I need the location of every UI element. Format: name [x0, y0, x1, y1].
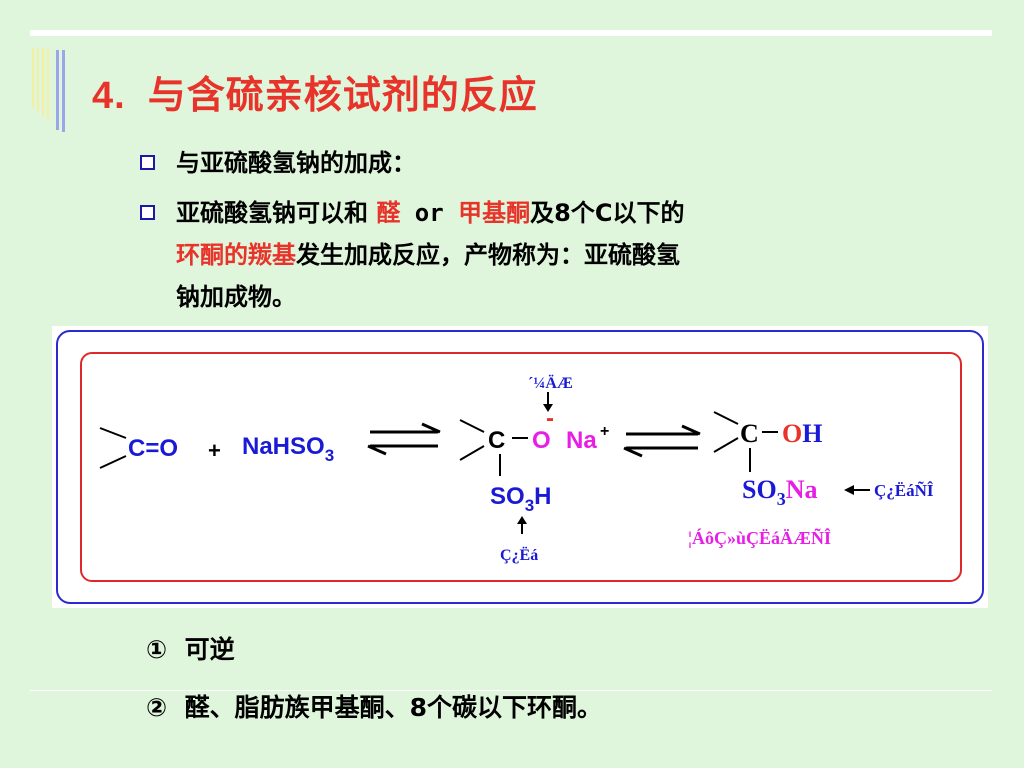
reactant-carbonyl: C=O — [128, 435, 178, 462]
inner-frame — [80, 352, 962, 582]
title-text: 与含硫亲核试剂的反应 — [147, 73, 538, 117]
note-2-text: 醛、脂肪族甲基酮、8个碳以下环酮。 — [184, 693, 602, 722]
positive-charge: + — [600, 423, 609, 440]
slide-title: 4. 与含硫亲核试剂的反应 — [92, 64, 538, 119]
note-1: ① 可逆 — [146, 630, 235, 666]
equilibrium-arrow-1 — [367, 422, 441, 456]
top-rule — [30, 30, 992, 36]
bullet-square-icon — [140, 205, 155, 220]
intermediate-so3h: SO3H — [490, 483, 552, 515]
bullet-2-line-2: 环酮的羰基发生加成反应，产物称为：亚硫酸氢 — [176, 234, 680, 276]
bond-line — [713, 437, 739, 453]
bullet-2-line-3: 钠加成物。 — [176, 283, 296, 311]
label-top: ´¼ÄÆ — [528, 374, 573, 392]
product-carbon: C — [740, 419, 759, 448]
note-1-marker: ① — [146, 635, 168, 664]
note-2-marker: ② — [146, 693, 168, 722]
bullet-2-text-or: or — [400, 199, 459, 227]
intermediate-oxygen: O — [532, 427, 551, 454]
title-number: 4. — [92, 75, 126, 117]
bullet-2-highlight-cycloketone: 环酮的羰基 — [176, 241, 296, 269]
bullet-1-text: 与亚硫酸氢钠的加成： — [176, 149, 416, 177]
plus-sign: + — [208, 438, 221, 463]
intermediate-carbon: C — [488, 427, 505, 454]
reaction-scheme: C=O + NaHSO3 C O - Na + SO3H ´¼ÄÆ Ç¿Ëá — [99, 374, 934, 564]
sodium-ion: Na — [566, 427, 597, 454]
outer-frame — [56, 330, 984, 604]
label-right: Ç¿ËáÑÎ — [874, 481, 934, 500]
bullet-2-highlight-aldehyde: 醛 — [376, 199, 401, 227]
bullet-square-icon — [140, 155, 155, 170]
bullet-2-text-a: 亚硫酸氢钠可以和 — [176, 199, 377, 227]
bond-line — [99, 455, 127, 469]
note-1-text: 可逆 — [184, 635, 235, 664]
bullet-2-highlight-methylketone: 甲基酮 — [458, 199, 531, 227]
reactant-bisulfite: NaHSO3 — [242, 433, 334, 465]
bond-line — [99, 427, 127, 439]
bullet-2-text-f: 发生加成反应，产物称为：亚硫酸氢 — [296, 241, 680, 269]
bond-line — [459, 445, 485, 461]
arrowhead-icon — [543, 404, 553, 412]
product-so3na: SO3Na — [742, 475, 817, 509]
label-bottom: Ç¿Ëá — [500, 546, 538, 564]
arrowhead-icon — [844, 485, 854, 495]
reaction-panel: C=O + NaHSO3 C O - Na + SO3H ´¼ÄÆ Ç¿Ëá — [52, 326, 988, 608]
bullet-2-line-1: 亚硫酸氢钠可以和 醛 or 甲基酮及8个C以下的 — [176, 192, 684, 234]
note-2: ② 醛、脂肪族甲基酮、8个碳以下环酮。 — [146, 688, 602, 724]
product-hydroxyl: OH — [782, 419, 822, 448]
footer-rule — [30, 690, 992, 691]
equilibrium-arrow-2 — [623, 424, 701, 458]
title-decoration — [32, 48, 65, 132]
negative-charge: - — [546, 405, 554, 432]
bullet-2-text-e: 及8个C以下的 — [530, 199, 685, 227]
arrowhead-icon — [517, 516, 527, 524]
bond-line — [713, 411, 739, 425]
bond-line — [459, 419, 485, 433]
product-name-label: ¦ÁôÇ»ùÇËáÄÆÑÎ — [688, 527, 831, 548]
